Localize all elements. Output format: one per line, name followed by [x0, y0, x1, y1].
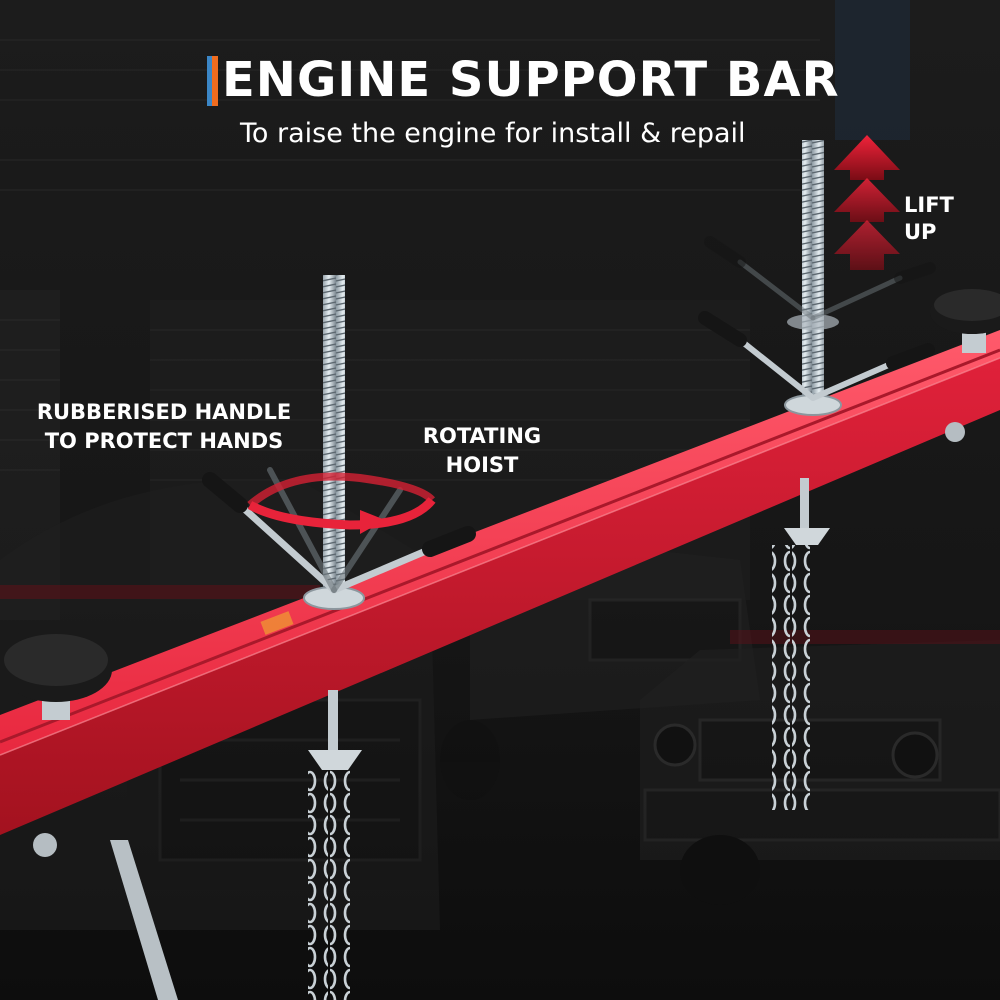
left-bolt — [33, 833, 57, 857]
handle-line-2: TO PROTECT HANDS — [44, 429, 284, 453]
left-hoist — [202, 275, 476, 1000]
lift-up-arrow-icon — [834, 135, 900, 270]
left-knob — [0, 634, 112, 720]
handle-line-1: RUBBERISED HANDLE — [36, 400, 292, 424]
subtitle: To raise the engine for install & repail — [240, 118, 746, 149]
title-accent-marker — [207, 56, 218, 106]
rotating-hoist-callout: ROTATING HOIST — [412, 422, 552, 480]
lift-line-2: UP — [904, 220, 937, 244]
left-chain — [308, 770, 328, 1000]
right-knob — [930, 289, 1000, 353]
right-threaded-rod — [802, 140, 824, 402]
background-car-right — [640, 640, 1000, 905]
hoist-line-1: ROTATING — [422, 424, 542, 448]
lift-line-1: LIFT — [904, 193, 954, 217]
page-title: ENGINE SUPPORT BAR — [222, 52, 840, 108]
rubberised-handle-callout: RUBBERISED HANDLE TO PROTECT HANDS — [28, 398, 300, 456]
support-bar — [0, 330, 1000, 835]
lift-up-callout: LIFT UP — [904, 192, 954, 246]
support-leg — [110, 840, 178, 1000]
blue-sign — [835, 0, 910, 140]
right-bolt — [945, 422, 965, 442]
right-hoist — [698, 140, 936, 810]
left-chain-2 — [330, 770, 350, 1000]
hoist-line-2: HOIST — [445, 453, 519, 477]
left-rubber-grip — [202, 472, 248, 513]
right-chain — [772, 545, 790, 810]
garage-upper-shutter — [0, 39, 820, 191]
rotate-arrow-icon — [247, 472, 436, 534]
rear-red-beam — [0, 585, 320, 599]
rear-red-beam-right — [730, 630, 1000, 644]
left-threaded-rod — [323, 275, 345, 590]
right-rubber-grip — [422, 526, 476, 557]
right-chain-2 — [792, 545, 810, 810]
